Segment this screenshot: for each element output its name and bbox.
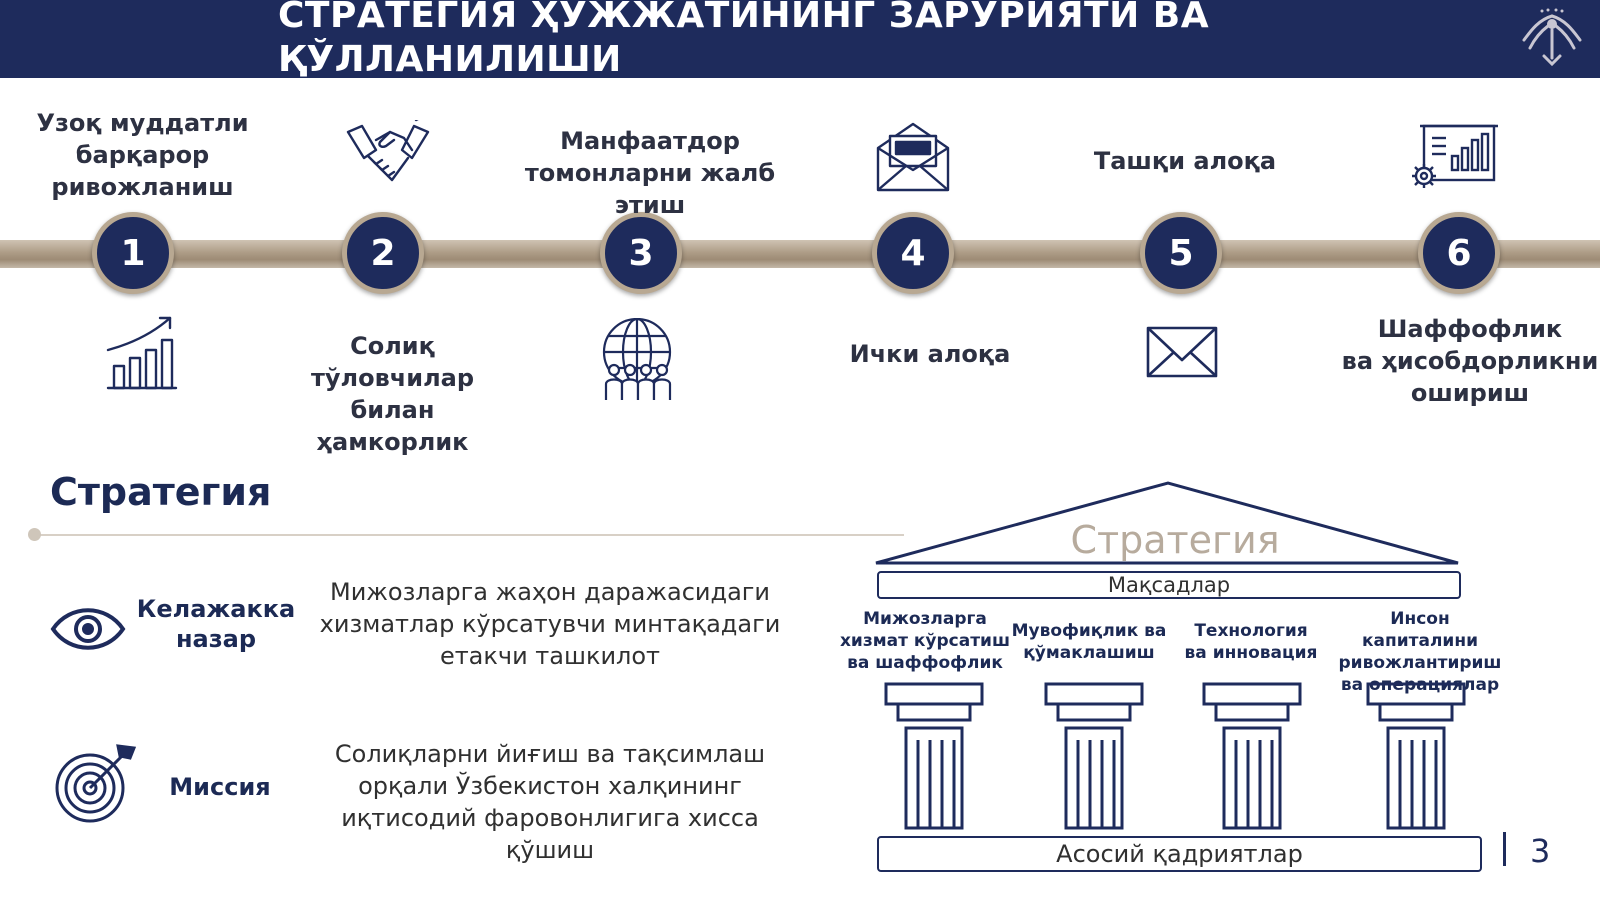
growth-chart-icon xyxy=(106,314,178,390)
temple-roof-label: Стратегия xyxy=(1070,518,1280,562)
envelope-letter-icon xyxy=(876,122,950,192)
step-2-circle: 2 xyxy=(342,212,424,294)
step-number: 5 xyxy=(1168,232,1194,274)
step-number: 6 xyxy=(1446,232,1472,274)
step-6-circle: 6 xyxy=(1418,212,1500,294)
page-number-bar xyxy=(1503,832,1506,866)
pillar-3-label: Технология ва инновация xyxy=(1184,621,1318,663)
eye-icon xyxy=(50,604,126,654)
step-number: 3 xyxy=(628,232,654,274)
step-4-circle: 4 xyxy=(872,212,954,294)
page-number: 3 xyxy=(1530,832,1551,870)
step-1-label: Узоқ муддатли барқарор ривожланиш xyxy=(36,109,249,201)
eagle-logo-icon xyxy=(1518,6,1586,72)
step-number: 4 xyxy=(900,232,926,274)
goals-box: Мақсадлар xyxy=(877,571,1461,599)
core-values-base: Асосий қадриятлар xyxy=(877,836,1482,872)
step-4-label: Ички алоқа xyxy=(849,340,1011,368)
pillar-1 xyxy=(884,682,984,836)
step-1-circle: 1 xyxy=(92,212,174,294)
pillar-3 xyxy=(1202,682,1302,836)
step-2-label: Солиқ тўловчилар билан ҳамкорлик xyxy=(310,332,475,456)
mail-icon xyxy=(1146,326,1218,380)
handshake-icon xyxy=(346,120,430,184)
step-5-circle: 5 xyxy=(1140,212,1222,294)
vision-label: Келажакка назар xyxy=(136,595,296,653)
pillar-2 xyxy=(1044,682,1144,836)
step-3-label: Манфаатдор томонларни жалб этиш xyxy=(524,127,776,219)
step-6-label: Шаффофлик ва ҳисобдорликни ошириш xyxy=(1341,315,1599,407)
title-line-1: СТРАТЕГИЯ ҲУЖЖАТИНИНГ ЗАРУРИЯТИ ВА xyxy=(278,0,1210,36)
step-5-label: Ташқи алоқа xyxy=(1093,147,1277,175)
step-3-circle: 3 xyxy=(600,212,682,294)
pillar-2-label: Мувофиқлик ва қўмаклашиш xyxy=(1011,621,1167,663)
pillar-4 xyxy=(1366,682,1466,836)
divider-dot xyxy=(28,528,41,541)
pillar-1-label: Мижозларга хизмат кўрсатиш ва шаффофлик xyxy=(839,609,1011,673)
mission-text: Солиқларни йиғиш ва тақсимлаш орқали Ўзб… xyxy=(334,740,766,864)
step-number: 1 xyxy=(120,232,146,274)
global-team-icon xyxy=(600,318,674,402)
mission-label: Миссия xyxy=(169,773,271,801)
strategy-heading: Стратегия xyxy=(50,470,272,514)
vision-text: Мижозларга жаҳон даражасидаги хизматлар … xyxy=(319,578,781,670)
header-bar xyxy=(0,0,1600,78)
title-line-2: ҚЎЛЛАНИЛИШИ xyxy=(278,39,622,80)
timeline-bar xyxy=(0,240,1600,268)
page-title: СТРАТЕГИЯ ҲУЖЖАТИНИНГ ЗАРУРИЯТИ ВА ҚЎЛЛА… xyxy=(278,0,1378,82)
temple-roof xyxy=(874,480,1460,570)
section-divider xyxy=(34,534,904,536)
step-number: 2 xyxy=(370,232,396,274)
target-icon xyxy=(54,744,136,824)
dashboard-gear-icon xyxy=(1406,124,1498,194)
